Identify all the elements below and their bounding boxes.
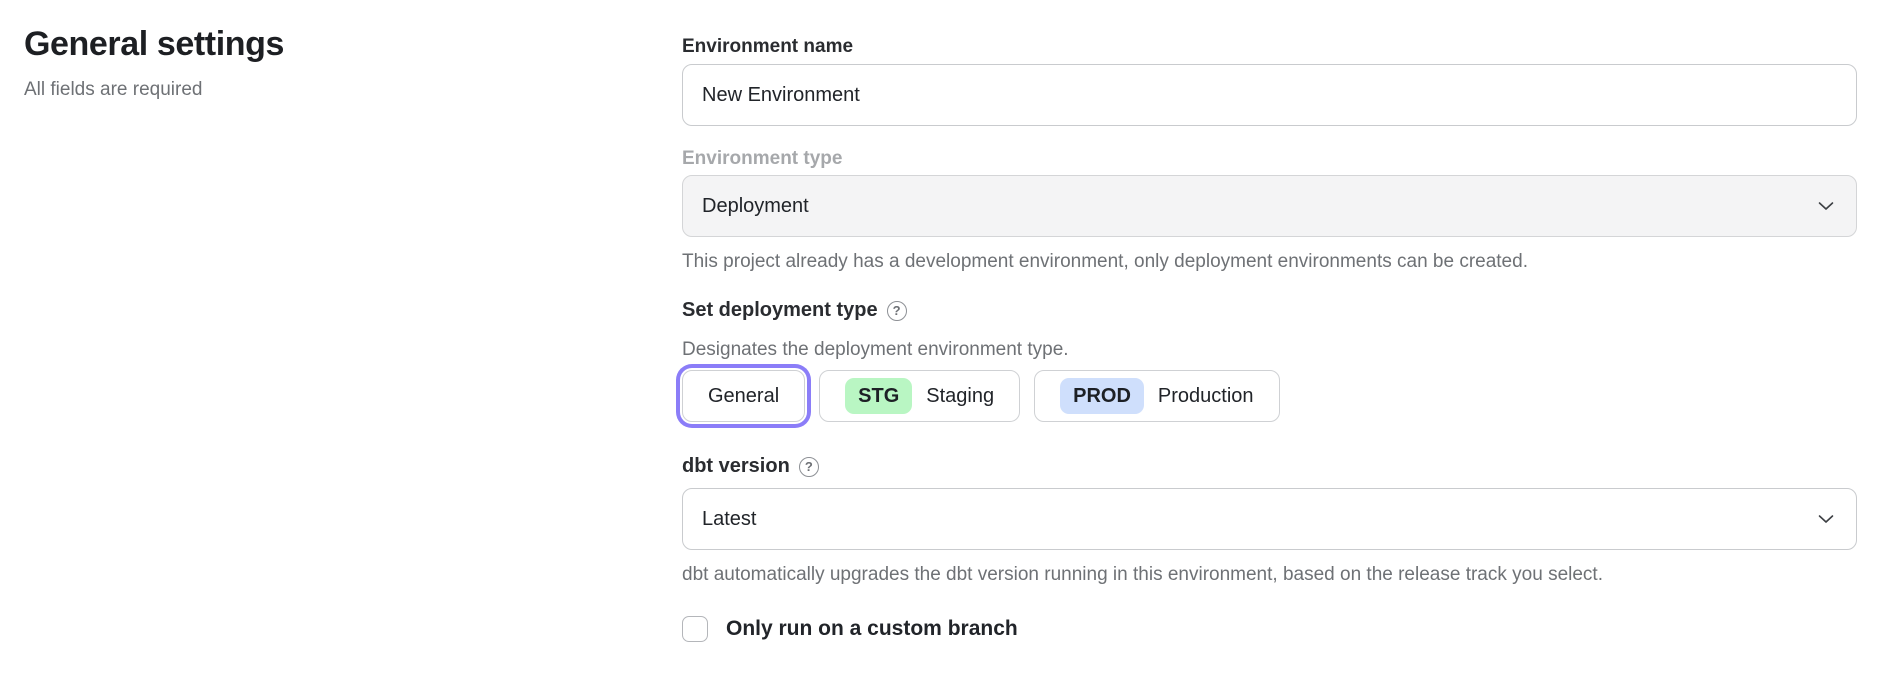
environment-type-value: Deployment (702, 194, 809, 217)
deployment-type-label-text: Set deployment type (682, 299, 878, 321)
deployment-type-general-button[interactable]: General (682, 370, 806, 422)
environment-name-label: Environment name (682, 36, 854, 57)
dbt-version-label: dbt version ? (682, 454, 1857, 479)
custom-branch-checkbox[interactable] (682, 616, 708, 642)
chevron-down-icon (1818, 515, 1834, 524)
deployment-type-label: Set deployment type ? (682, 298, 1857, 323)
settings-header: General settings All fields are required (24, 24, 644, 101)
dbt-version-value: Latest (702, 507, 757, 530)
help-icon[interactable]: ? (798, 456, 819, 477)
general-settings-form: Environment name Environment type Deploy… (682, 0, 1857, 642)
deployment-type-description: Designates the deployment environment ty… (682, 339, 1069, 360)
environment-type-select[interactable]: Deployment (682, 175, 1857, 237)
deployment-type-staging-label: Staging (926, 384, 995, 407)
custom-branch-row: Only run on a custom branch (682, 616, 1857, 642)
deployment-type-production-button[interactable]: PROD Production (1034, 370, 1280, 422)
deployment-type-general-label: General (708, 384, 780, 407)
dbt-version-helper: dbt automatically upgrades the dbt versi… (682, 564, 1603, 585)
dbt-version-select[interactable]: Latest (682, 488, 1857, 550)
help-icon[interactable]: ? (886, 300, 907, 321)
deployment-type-staging-button[interactable]: STG Staging (819, 370, 1021, 422)
environment-type-helper: This project already has a development e… (682, 251, 1528, 272)
chevron-down-icon (1818, 202, 1834, 211)
deployment-type-options: General STG Staging PROD Production (682, 370, 1857, 422)
page-subtitle: All fields are required (24, 79, 203, 100)
dbt-version-label-text: dbt version (682, 455, 790, 477)
environment-name-input[interactable] (682, 64, 1857, 126)
production-badge: PROD (1060, 378, 1144, 414)
custom-branch-label: Only run on a custom branch (726, 617, 1018, 640)
page-title: General settings (24, 25, 285, 63)
deployment-type-production-label: Production (1157, 384, 1254, 407)
staging-badge: STG (845, 378, 913, 414)
environment-type-label: Environment type (682, 148, 843, 169)
